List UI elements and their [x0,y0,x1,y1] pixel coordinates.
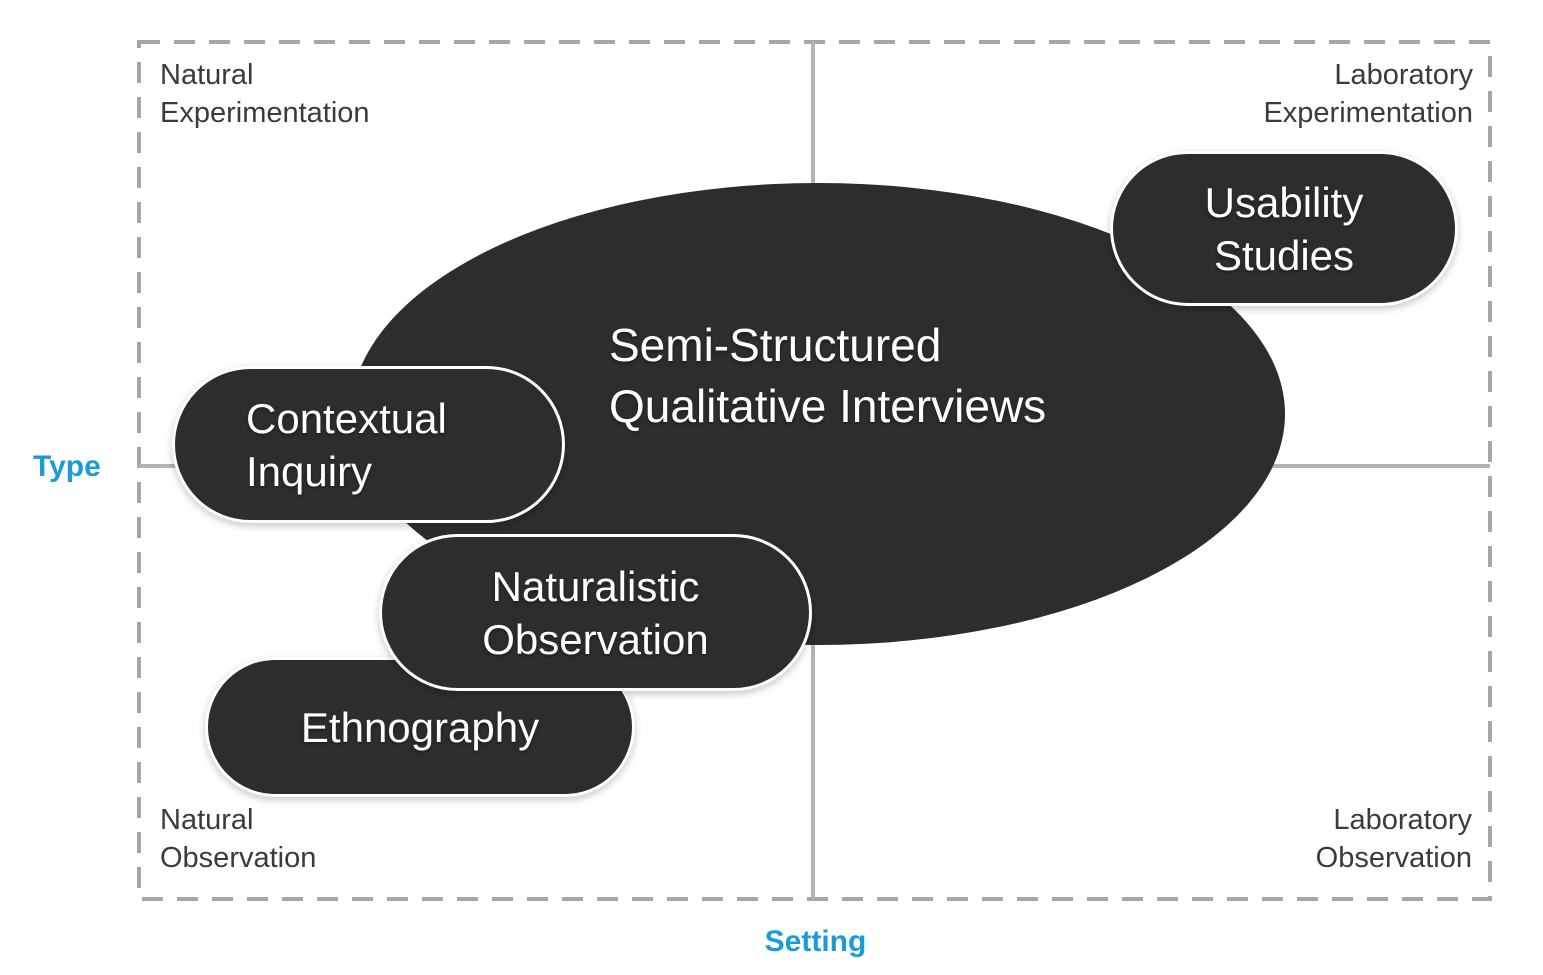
method-label: Ethnography [300,703,540,751]
y-axis-label-type: Type [33,450,101,483]
method-pill-naturalistic-observation: Naturalistic Observation [379,534,812,691]
method-label: Contextual Inquiry [246,394,447,495]
method-label: Semi-Structured Qualitative Interviews [609,319,1047,432]
quadrant-label-natural-observation: Natural Observation [160,804,317,874]
method-label: Naturalistic Observation [482,562,709,663]
x-axis-label-setting: Setting [764,925,867,958]
quadrant-label-laboratory-observation: Laboratory Observation [1315,804,1472,874]
method-label: Usability Studies [1204,178,1364,279]
quadrant-label-laboratory-experimentation: Laboratory Experimentation [1263,59,1473,129]
method-pill-usability-studies: Usability Studies [1110,151,1458,306]
method-pill-contextual-inquiry: Contextual Inquiry [172,366,565,523]
quadrant-label-natural-experimentation: Natural Experimentation [160,59,370,129]
